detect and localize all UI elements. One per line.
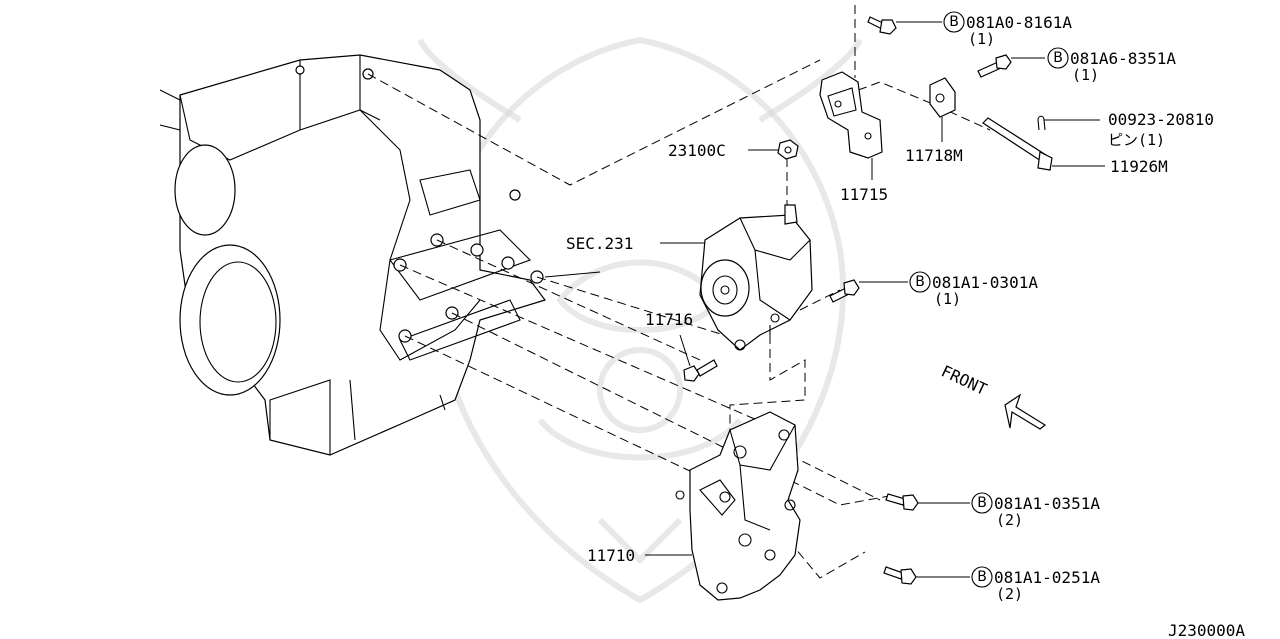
label-bolt-low-2-qty: (2) <box>996 585 1023 603</box>
svg-text:B: B <box>915 274 925 290</box>
label-bolt-low-2-code: 081A1-0251A <box>994 568 1100 587</box>
symbol-b-top-1: B <box>943 11 965 33</box>
label-bolt-top-2-code: 081A6-8351A <box>1070 49 1176 68</box>
symbol-b-low-2: B <box>971 566 993 588</box>
label-bolt-top-1-code: 081A0-8161A <box>966 13 1072 32</box>
label-bolt-alt: 11716 <box>645 310 693 329</box>
label-alternator-ref: SEC.231 <box>566 234 633 253</box>
front-label: FRONT <box>938 361 990 399</box>
label-bolt-mid-code: 081A1-0301A <box>932 273 1038 292</box>
label-pin-name: ピン(1) <box>1108 131 1165 149</box>
svg-text:B: B <box>949 14 959 30</box>
leader-lines <box>544 21 1105 578</box>
label-bolt-top-2-qty: (1) <box>1072 66 1099 84</box>
label-spacer: 11718M <box>905 146 963 165</box>
long-bolt <box>982 117 1053 171</box>
symbol-b-mid: B <box>909 271 931 293</box>
bolt-top-1 <box>867 16 897 35</box>
label-bolt-mid-qty: (1) <box>934 290 961 308</box>
bolt-top-2 <box>977 54 1012 78</box>
symbol-b-low-1: B <box>971 492 993 514</box>
front-arrow: FRONT <box>938 361 1047 430</box>
diagram-code: J230000A <box>1168 621 1245 639</box>
pin <box>1037 115 1046 131</box>
spacer <box>929 77 956 118</box>
label-bolt-top-1-qty: (1) <box>968 30 995 48</box>
bolt-mid <box>829 279 860 303</box>
svg-text:B: B <box>1053 50 1063 66</box>
label-nut: 23100C <box>668 141 726 160</box>
bolt-low-1 <box>885 493 919 511</box>
assembly-lines <box>367 5 991 579</box>
label-upper-bracket: 11715 <box>840 185 888 204</box>
label-bolt-low-1-code: 081A1-0351A <box>994 494 1100 513</box>
svg-text:B: B <box>977 495 987 511</box>
label-bolt-low-1-qty: (2) <box>996 511 1023 529</box>
lower-bracket <box>675 411 801 601</box>
symbol-b-top-2: B <box>1047 47 1069 69</box>
engine-block <box>159 54 546 456</box>
label-long-bolt: 11926M <box>1110 157 1168 176</box>
svg-text:B: B <box>977 569 987 585</box>
alternator <box>699 204 813 351</box>
upper-bracket <box>819 71 883 159</box>
bolt-low-2 <box>883 566 917 585</box>
bolt-alt <box>683 359 718 382</box>
nut <box>777 139 799 160</box>
label-pin-code: 00923-20810 <box>1108 110 1214 129</box>
label-lower-bracket: 11710 <box>587 546 635 565</box>
